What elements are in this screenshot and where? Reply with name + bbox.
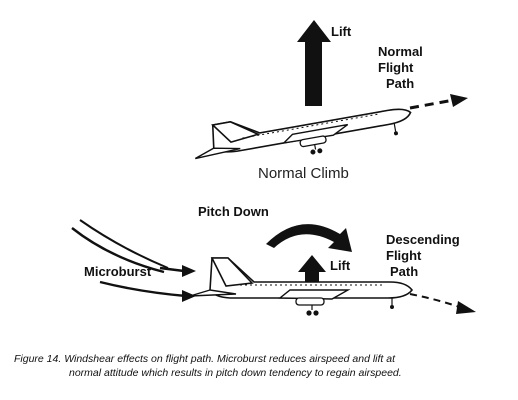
normal-flight-path-label: Normal Flight Path (378, 44, 426, 91)
normal-flight-path-line (409, 94, 468, 110)
caption-line-2: normal attitude which results in pitch d… (69, 367, 402, 379)
pitch-down-label: Pitch Down (198, 204, 269, 219)
descending-flight-path-label: Descending Flight Path (386, 232, 463, 279)
microburst-group: Pitch Down Lift Microburst (71, 204, 476, 316)
pitch-down-arrow (266, 224, 352, 252)
normal-climb-heading: Normal Climb (258, 165, 349, 182)
lift-arrow-top (297, 20, 331, 106)
microburst-wind-lines (71, 219, 196, 302)
lift-label-top: Lift (331, 24, 352, 39)
lift-label-bottom: Lift (330, 258, 351, 273)
normal-climb-group: Lift Normal Flight Path Normal Climb (194, 20, 468, 182)
caption-line-1: Figure 14. Windshear effects on flight p… (14, 353, 396, 365)
figure-caption: Figure 14. Windshear effects on flight p… (14, 352, 514, 380)
descending-flight-path-line (409, 293, 476, 314)
lift-arrow-bottom (298, 255, 326, 285)
airplane-top (194, 108, 412, 160)
microburst-label: Microburst (84, 264, 152, 279)
airplane-bottom (189, 257, 414, 316)
